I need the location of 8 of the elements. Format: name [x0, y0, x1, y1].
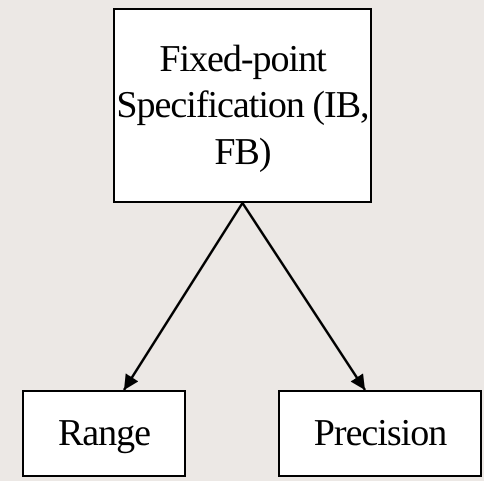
node-label: Range: [58, 411, 150, 456]
arrow: [241, 202, 366, 391]
node-label: Precision: [314, 411, 446, 456]
node-label: Fixed-point Specification (IB, FB): [115, 36, 370, 175]
arrow: [122, 202, 244, 391]
process-box: [278, 390, 482, 477]
process-box: [113, 8, 372, 203]
process-box: [22, 390, 186, 477]
